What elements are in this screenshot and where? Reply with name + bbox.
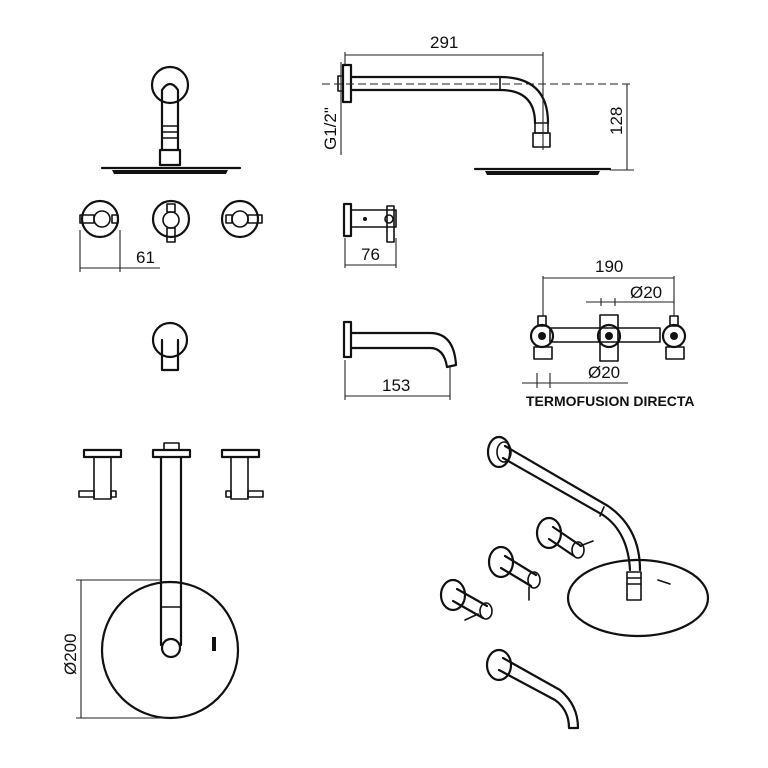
- dimension-valve-diameter-bottom: Ø20: [522, 363, 628, 388]
- thread-label: G1/2": [321, 107, 340, 150]
- dimension-thread: G1/2": [321, 62, 342, 155]
- dimension-handle-spacing: 61: [79, 230, 160, 272]
- dimension-head-diameter: Ø200: [61, 579, 170, 719]
- arm-height-label: 128: [607, 107, 626, 135]
- spout-front-view: [151, 321, 189, 372]
- handle-projection-label: 76: [361, 245, 380, 264]
- valve-width-label: 190: [595, 257, 623, 276]
- valve-diameter-top-label: Ø20: [630, 283, 662, 302]
- valve-title: TERMOFUSION DIRECTA: [526, 393, 695, 409]
- spout-side-view: [342, 320, 458, 369]
- isometric-view: [439, 435, 710, 730]
- shower-arm-side-view: [322, 63, 630, 175]
- arm-length-label: 291: [430, 33, 458, 52]
- valve-body: [529, 314, 687, 362]
- handles-front-view: [79, 199, 263, 243]
- dimension-arm-length: 291: [344, 33, 544, 150]
- dimension-spout-projection: 153: [344, 360, 451, 400]
- shower-arm-front-view: [100, 65, 242, 174]
- dimension-valve-diameter-top: Ø20: [586, 283, 674, 306]
- handle-side-view: [342, 202, 397, 243]
- dimension-handle-projection: 76: [344, 238, 397, 268]
- top-view: [78, 442, 264, 720]
- spout-projection-label: 153: [382, 376, 410, 395]
- valve-diameter-bottom-label: Ø20: [588, 363, 620, 382]
- dimension-valve-width: 190: [542, 257, 675, 316]
- dimension-arm-height: 128: [607, 84, 634, 171]
- head-diameter-label: Ø200: [61, 633, 80, 675]
- handle-spacing-label: 61: [136, 248, 155, 267]
